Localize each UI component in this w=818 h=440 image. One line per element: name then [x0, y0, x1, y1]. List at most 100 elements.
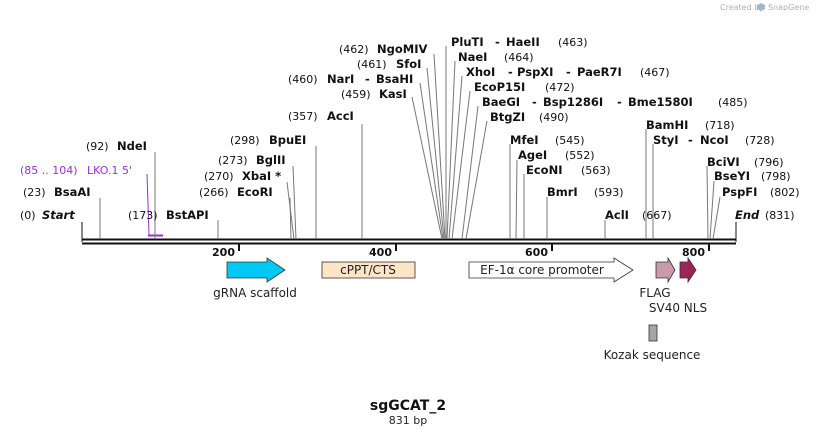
scale-tick-800: 800: [682, 244, 710, 259]
snapgene-logo-icon: [757, 3, 765, 11]
enzyme-name: PaeR7I: [577, 65, 622, 79]
credit-brand: SnapGene: [768, 3, 809, 12]
enzyme-name: AgeI: [518, 148, 547, 162]
site-position: (461): [357, 58, 387, 71]
enzyme-separator: -: [508, 65, 513, 79]
site-position: (266): [199, 186, 229, 199]
site-ecori[interactable]: (266) EcoRI: [199, 185, 292, 240]
site-position: (92): [86, 140, 109, 153]
enzyme-name: XbaI *: [242, 169, 281, 183]
site-bamhi[interactable]: BamHI (718): [645, 118, 735, 239]
site-bmri[interactable]: BmrI (593): [546, 185, 624, 239]
feature-sv40-nls[interactable]: SV40 NLS: [649, 256, 707, 315]
enzyme-name: EcoP15I: [474, 80, 525, 94]
enzyme-name: AclI: [605, 208, 629, 222]
feature-label: Kozak sequence: [604, 348, 701, 362]
site-agei[interactable]: AgeI (552): [515, 148, 595, 240]
enzyme-separator: -: [566, 65, 571, 79]
site-position: (798): [761, 170, 791, 183]
enzyme-name: NgoMIV: [377, 42, 427, 56]
enzyme-name: SfoI: [396, 57, 421, 71]
site-position: (728): [745, 134, 775, 147]
end-marker: End (831): [735, 208, 795, 222]
site-position: (490): [539, 111, 569, 124]
enzyme-name: KasI: [379, 87, 407, 101]
site-ngomiv[interactable]: (462) NgoMIV: [339, 42, 446, 240]
site-sfoi[interactable]: (461) SfoI: [357, 57, 445, 240]
enzyme-name: BamHI: [646, 118, 688, 132]
site-position: (563): [581, 164, 611, 177]
site-baegi-bsp1286i-bme1580i[interactable]: BaeGI - Bsp1286I - Bme1580I (485): [461, 95, 748, 240]
site-position: (464): [504, 51, 534, 64]
site-position: (802): [770, 186, 800, 199]
scale-tick-200: 200: [212, 244, 240, 259]
feature-kozak-sequence[interactable]: Kozak sequence: [604, 324, 701, 362]
site-econi[interactable]: EcoNI (563): [523, 163, 611, 239]
feature-grna-scaffold[interactable]: gRNA scaffold: [213, 257, 297, 300]
end-label: End: [735, 208, 760, 222]
enzyme-name: BaeGI: [482, 95, 520, 109]
site-position: (796): [754, 156, 784, 169]
site-pspfi[interactable]: PspFI (802): [712, 185, 800, 240]
enzyme-name: StyI: [653, 133, 679, 147]
site-position: (273): [218, 154, 248, 167]
site-bpuei[interactable]: (298) BpuEI: [230, 133, 317, 239]
site-position: (462): [339, 43, 369, 56]
enzyme-name: BtgZI: [490, 110, 525, 124]
site-position: (593): [594, 186, 624, 199]
enzyme-name: BsaHI: [376, 72, 413, 86]
site-ndei[interactable]: (92) NdeI: [86, 139, 156, 239]
site-bglii[interactable]: (273) BglII: [218, 153, 297, 240]
site-bsaai[interactable]: (23) BsaAI: [23, 185, 101, 239]
feature-flag[interactable]: FLAG: [639, 256, 676, 300]
site-bstapi[interactable]: (173) BstAPI: [128, 208, 219, 239]
site-position: (173): [128, 209, 158, 222]
site-pluti-haeii[interactable]: PluTI - HaeII (463): [445, 35, 588, 239]
scale-tick-label: 400: [369, 246, 392, 259]
site-xbai[interactable]: (270) XbaI *: [204, 169, 295, 240]
site-position: (485): [718, 96, 748, 109]
site-styi-ncoi[interactable]: StyI - NcoI (728): [652, 133, 775, 239]
site-position: (718): [705, 119, 735, 132]
site-position: (298): [230, 134, 260, 147]
primer-lko1-5[interactable]: (85 .. 104) LKO.1 5': [20, 164, 163, 237]
enzyme-name: BseYI: [714, 169, 750, 183]
site-bcivi[interactable]: BciVI (796): [706, 155, 784, 240]
site-ecop15i[interactable]: EcoP15I (472): [451, 80, 575, 240]
enzyme-name: NaeI: [458, 50, 487, 64]
site-btgzi[interactable]: BtgZI (490): [465, 110, 569, 240]
enzyme-name: Bsp1286I: [543, 95, 603, 109]
feature-cppt-cts[interactable]: cPPT/CTS: [321, 261, 416, 279]
site-mfei[interactable]: MfeI (545): [509, 133, 585, 239]
site-acli[interactable]: AclI (667): [604, 208, 672, 239]
site-position: (463): [558, 36, 588, 49]
feature-ef1a-core-promoter[interactable]: EF-1α core promoter: [468, 257, 634, 283]
enzyme-name: BglII: [256, 153, 286, 167]
site-narI-bsahi[interactable]: (460) NarI - BsaHI: [288, 72, 444, 240]
enzyme-name: PspXI: [517, 65, 553, 79]
enzyme-name: BpuEI: [269, 133, 306, 147]
site-position: (467): [640, 66, 670, 79]
site-xhoi-pspxi-paer7i[interactable]: XhoI - PspXI - PaeR7I (467): [448, 65, 670, 240]
feature-label: cPPT/CTS: [340, 263, 396, 277]
site-position: (667): [642, 209, 672, 222]
site-position: (23): [23, 186, 46, 199]
enzyme-name: HaeII: [506, 35, 540, 49]
site-acci[interactable]: (357) AccI: [288, 109, 363, 239]
scale-tick-label: 600: [525, 246, 548, 259]
enzyme-name: Bme1580I: [628, 95, 693, 109]
site-position: (460): [288, 73, 318, 86]
site-position: (357): [288, 110, 318, 123]
enzyme-name: PspFI: [722, 185, 757, 199]
scale-tick-600: 600: [525, 244, 553, 259]
site-position: (552): [565, 149, 595, 162]
site-bseyi[interactable]: BseYI (798): [709, 169, 791, 240]
enzyme-name: NcoI: [700, 133, 729, 147]
enzyme-name: BsaAI: [54, 185, 91, 199]
enzyme-name: NarI: [327, 72, 354, 86]
site-kasi[interactable]: (459) KasI: [341, 87, 443, 240]
enzyme-separator: -: [532, 95, 537, 109]
enzyme-name: BmrI: [547, 185, 578, 199]
site-naei[interactable]: NaeI (464): [446, 50, 534, 240]
site-position: (545): [555, 134, 585, 147]
